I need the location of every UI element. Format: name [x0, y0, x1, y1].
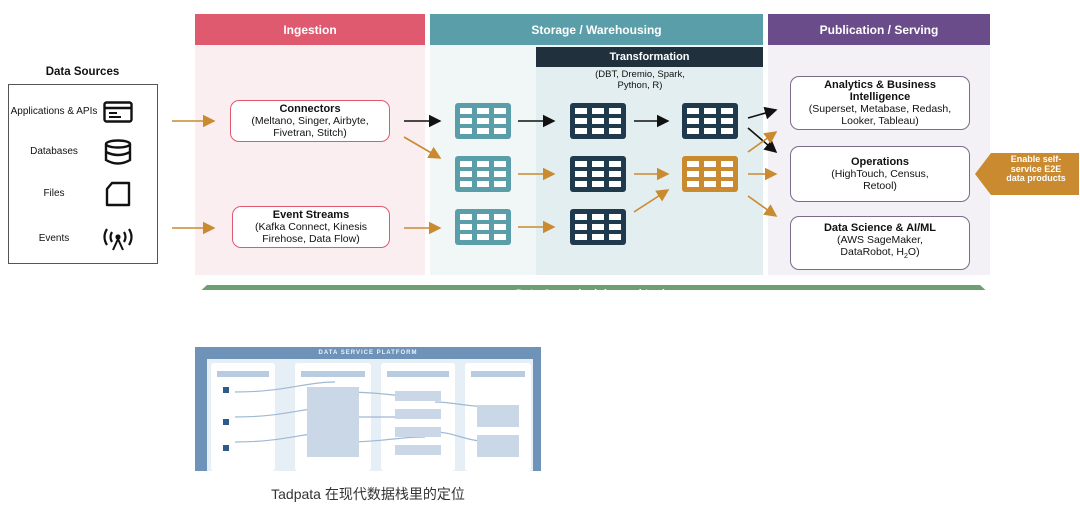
connectors-node: Connectors (Meltano, Singer, Airbyte, Fi… [230, 100, 390, 142]
storage-header: Storage / Warehousing [430, 14, 763, 45]
source-databases: Databases [10, 134, 150, 170]
source-label: Events [38, 233, 70, 244]
data-science-tools-sub: 2 [904, 253, 908, 261]
file-icon [98, 179, 138, 209]
transformation-header: Transformation [536, 47, 763, 67]
operations-tools: (HighTouch, Census, Retool) [831, 168, 929, 192]
event-streams-node: Event Streams (Kafka Connect, Kinesis Fi… [232, 206, 390, 248]
source-files: Files [10, 176, 150, 212]
thumbnail-title: DATA SERVICE PLATFORM [318, 350, 418, 356]
operations-node: Operations (HighTouch, Census, Retool) [790, 146, 970, 202]
staging-table-icon [570, 209, 626, 245]
connectors-tools: (Meltano, Singer, Airbyte, Fivetran, Sti… [251, 115, 369, 139]
raw-table-icon [455, 156, 511, 192]
event-streams-tools: (Kafka Connect, Kinesis Firehose, Data F… [254, 221, 368, 245]
analytics-tools: (Superset, Metabase, Redash, Looker, Tab… [808, 103, 952, 127]
source-label: Databases [30, 146, 78, 157]
staging-table-icon [570, 156, 626, 192]
data-science-tools-2: DataRobot, H2O) [840, 246, 919, 263]
source-label: Applications & APIs [10, 106, 98, 117]
broadcast-icon [98, 224, 138, 254]
transformation-tools: (DBT, Dremio, Spark, Python, R) [595, 69, 685, 91]
event-streams-title: Event Streams [272, 209, 350, 221]
callout-text: Enable self-service E2E data products [1006, 154, 1066, 183]
database-icon [98, 137, 138, 167]
source-events: Events [10, 221, 150, 257]
data-science-tools: (AWS SageMaker, [837, 234, 923, 246]
publication-header: Publication / Serving [768, 14, 990, 45]
data-sources-box [8, 84, 158, 264]
staging-table-icon [570, 103, 626, 139]
operations-title: Operations [850, 156, 910, 168]
figure-caption: Tadpata 在现代数据栈里的定位 [271, 486, 465, 502]
browser-window-icon [98, 97, 138, 127]
data-science-node: Data Science & AI/ML (AWS SageMaker, Dat… [790, 216, 970, 270]
mart-table-icon [682, 103, 738, 139]
data-science-title: Data Science & AI/ML [823, 222, 937, 235]
pipeline-graphics [172, 103, 986, 290]
analytics-node: Analytics & Business Intelligence (Super… [790, 76, 970, 130]
data-science-tools-line2: DataRobot, H [840, 246, 905, 259]
dataops-bar [201, 285, 986, 290]
data-science-tools-line1: (AWS SageMaker, [837, 234, 923, 247]
raw-table-icon [455, 209, 511, 245]
dataops-label: Data Ops principles and tools [515, 288, 672, 300]
self-service-callout: Enable self-service E2E data products [975, 153, 1079, 195]
connectors-title: Connectors [279, 103, 341, 115]
ingestion-header: Ingestion [195, 14, 425, 45]
raw-table-icon [455, 103, 511, 139]
data-sources-title: Data Sources [45, 66, 120, 78]
analytics-title: Analytics & Business Intelligence [824, 79, 936, 103]
thumbnail-lines [217, 371, 525, 457]
source-applications: Applications & APIs [10, 94, 150, 130]
data-science-tools-line3: O) [907, 246, 920, 259]
platform-thumbnail: DATA SERVICE PLATFORM [195, 347, 541, 471]
source-label: Files [43, 188, 65, 199]
product-table-icon [682, 156, 738, 192]
